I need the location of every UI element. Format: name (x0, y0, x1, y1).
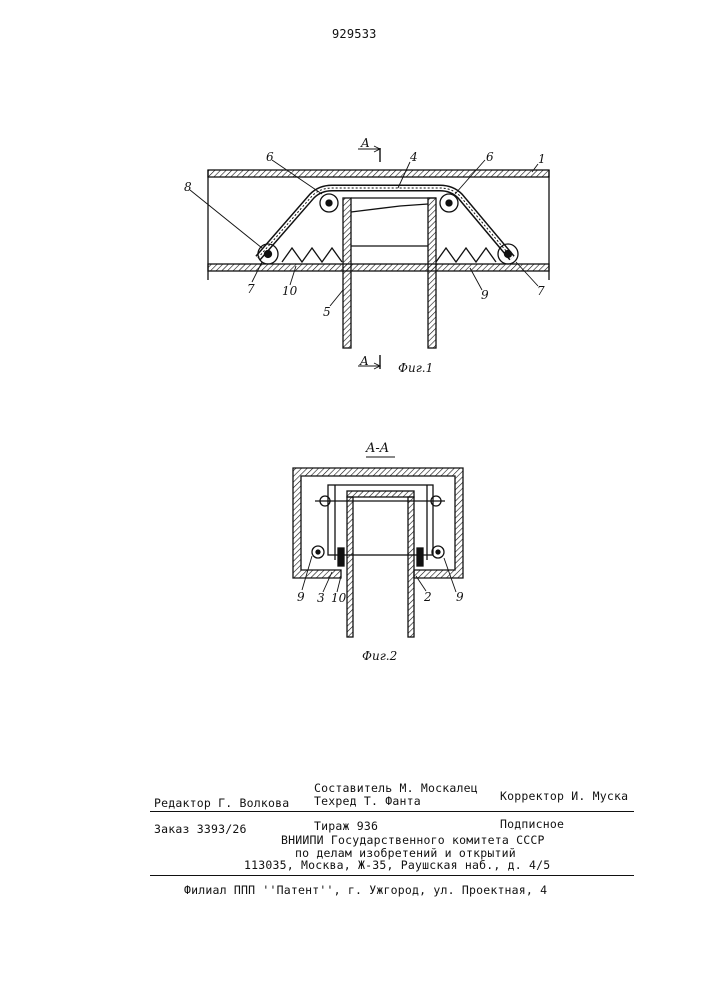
section-title: A-A (366, 441, 389, 456)
subscription: Подписное (500, 817, 564, 831)
label-10: 10 (282, 284, 297, 298)
figure-1-caption: Фиг.1 (398, 361, 433, 375)
duct-top-wall (208, 170, 549, 177)
divider-1 (150, 811, 634, 812)
pipe-left-wall (343, 198, 351, 348)
label-6-left: 6 (266, 150, 274, 164)
pipe-right-wall (428, 198, 436, 348)
label-9: 9 (481, 288, 489, 302)
label-5: 5 (323, 305, 331, 319)
section-mark-top: A (361, 136, 370, 150)
techred: Техред Т. Фанта (314, 794, 421, 808)
editor: Редактор Г. Волкова (154, 796, 289, 810)
label-2: 2 (424, 590, 432, 604)
label-4: 4 (410, 150, 418, 164)
figure-2-drawing (293, 457, 463, 637)
circulation: Тираж 936 (314, 819, 378, 833)
pipe-left (347, 497, 353, 637)
label-7-left: 7 (247, 282, 255, 296)
label-1: 1 (538, 152, 546, 166)
figure-2-caption: Фиг.2 (362, 649, 397, 663)
label-9-left: 9 (297, 590, 305, 604)
label-3: 3 (317, 591, 325, 605)
corrector: Корректор И. Муска (500, 789, 628, 803)
figure-1-drawing (190, 146, 549, 369)
compiler: Составитель М. Москалец (314, 781, 478, 795)
label-10: 10 (331, 591, 346, 605)
divider-2 (150, 875, 634, 876)
branch-address: Филиал ППП ''Патент'', г. Ужгород, ул. П… (184, 883, 547, 897)
label-9-right: 9 (456, 590, 464, 604)
label-6-right: 6 (486, 150, 494, 164)
org-line-1: ВНИИПИ Государственного комитета СССР (281, 833, 545, 847)
section-mark-bottom: A (360, 354, 369, 368)
org-line-3: 113035, Москва, Ж-35, Раушская наб., д. … (244, 858, 550, 872)
right-spring (436, 248, 496, 262)
label-8: 8 (184, 180, 192, 194)
pipe-right (408, 497, 414, 637)
left-spring (282, 248, 342, 262)
order-number: Заказ 3393/26 (154, 822, 247, 836)
label-7-right: 7 (537, 284, 545, 298)
